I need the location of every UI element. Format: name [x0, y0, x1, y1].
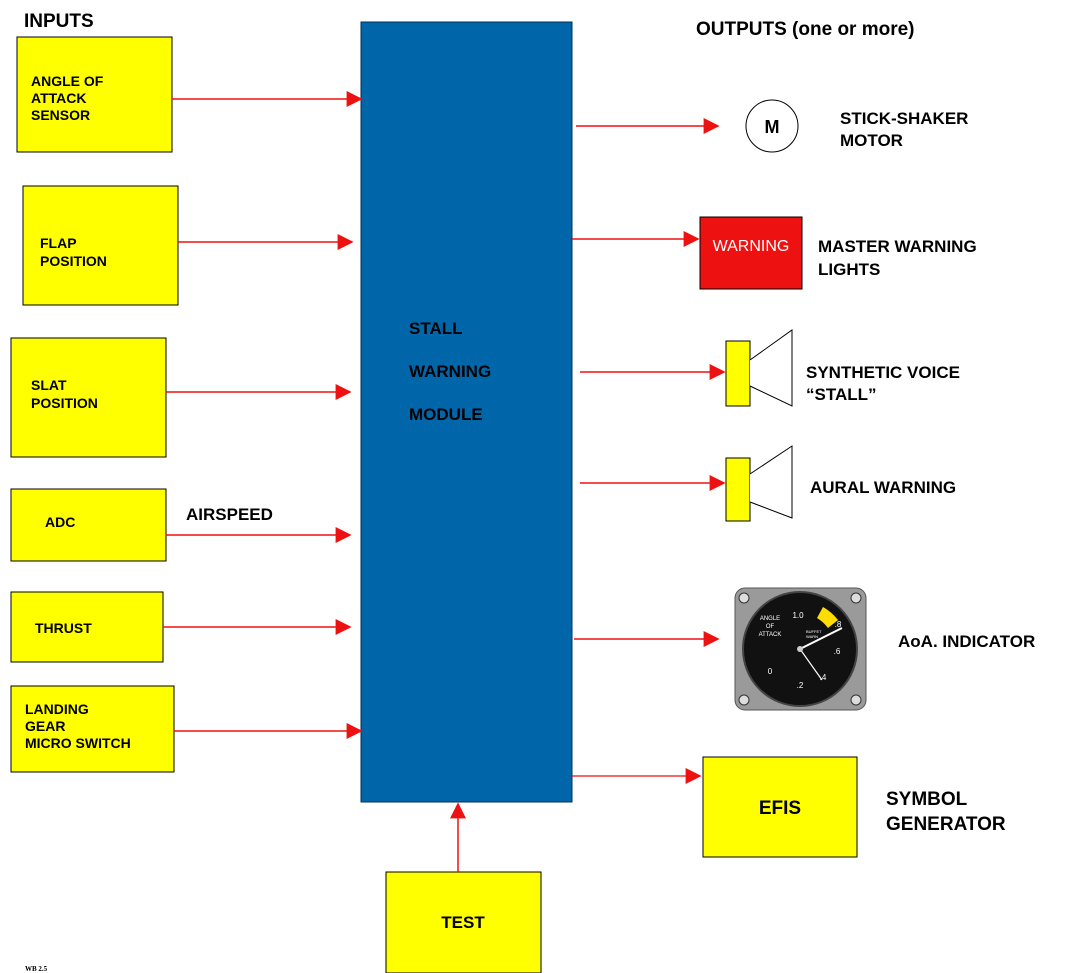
test-input: TEST — [385, 871, 542, 973]
warning-lamp — [699, 216, 803, 290]
synthetic-voice-line-2: “STALL” — [806, 385, 877, 404]
stick-shaker-line-2: MOTOR — [840, 131, 903, 150]
dial-scale-3: .6 — [834, 647, 841, 656]
symbol-generator-line-1: SYMBOL — [886, 789, 968, 810]
test-label: TEST — [441, 913, 485, 932]
speaker-icon — [725, 329, 793, 407]
dial-sub-1: BUFFET — [806, 629, 822, 634]
warning-lamp-text: WARNING — [713, 238, 790, 255]
input-slat-line-1: SLAT — [31, 377, 67, 393]
speaker-icon — [725, 445, 793, 522]
input-thrust: THRUST — [10, 591, 164, 663]
airspeed-label: AIRSPEED — [186, 505, 273, 524]
module-line-3: MODULE — [409, 405, 483, 424]
input-slat-position: SLAT POSITION — [10, 337, 167, 458]
input-adc-label: ADC — [45, 514, 75, 530]
motor-symbol: M — [765, 117, 780, 137]
aoa-indicator-gauge: ANGLE OF ATTACK BUFFET WARN 1.0 .8 .6 .4… — [734, 587, 867, 711]
synthetic-voice-line-1: SYNTHETIC VOICE — [806, 363, 960, 382]
module-line-1: STALL — [409, 319, 463, 338]
dial-scale-5: .2 — [797, 681, 804, 690]
outputs-heading: OUTPUTS (one or more) — [696, 19, 915, 40]
input-aoa-line-2: ATTACK — [31, 90, 86, 106]
input-slat-line-2: POSITION — [31, 395, 98, 411]
dial-scale-6: 0 — [768, 667, 773, 676]
input-flap-position: FLAP POSITION — [22, 185, 179, 306]
efis-label: EFIS — [759, 798, 801, 819]
stick-shaker-line-1: STICK-SHAKER — [840, 109, 968, 128]
input-flap-line-1: FLAP — [40, 235, 77, 251]
motor-icon — [745, 99, 799, 153]
input-thrust-label: THRUST — [35, 620, 92, 636]
figure-code: WB 2.5 — [25, 965, 48, 973]
input-angle-of-attack-sensor: ANGLE OF ATTACK SENSOR — [16, 36, 173, 153]
input-adc: ADC — [10, 488, 167, 562]
inputs-heading: INPUTS — [24, 11, 94, 32]
master-warning-line-2: LIGHTS — [818, 260, 880, 279]
module-line-2: WARNING — [409, 362, 491, 381]
aoa-indicator-label: AoA. INDICATOR — [898, 632, 1035, 651]
dial-scale-1: 1.0 — [792, 611, 804, 620]
input-gear-line-2: GEAR — [25, 718, 65, 734]
dial-title-3: ATTACK — [759, 632, 782, 638]
stall-warning-module — [360, 21, 573, 803]
dial-title-1: ANGLE — [760, 616, 780, 622]
dial-scale-4: .4 — [820, 673, 827, 682]
input-gear-line-1: LANDING — [25, 701, 89, 717]
dial-scale-2: .8 — [835, 620, 842, 629]
dial-title-2: OF — [766, 624, 775, 630]
input-landing-gear-micro-switch: LANDING GEAR MICRO SWITCH — [10, 685, 175, 773]
input-aoa-line-3: SENSOR — [31, 107, 90, 123]
input-gear-line-3: MICRO SWITCH — [25, 735, 131, 751]
efis-box — [702, 756, 858, 858]
master-warning-line-1: MASTER WARNING — [818, 237, 977, 256]
input-flap-line-2: POSITION — [40, 253, 107, 269]
aural-warning-label: AURAL WARNING — [810, 478, 956, 497]
dial-sub-2: WARN — [806, 634, 818, 639]
input-aoa-line-1: ANGLE OF — [31, 73, 104, 89]
symbol-generator-line-2: GENERATOR — [886, 814, 1006, 835]
